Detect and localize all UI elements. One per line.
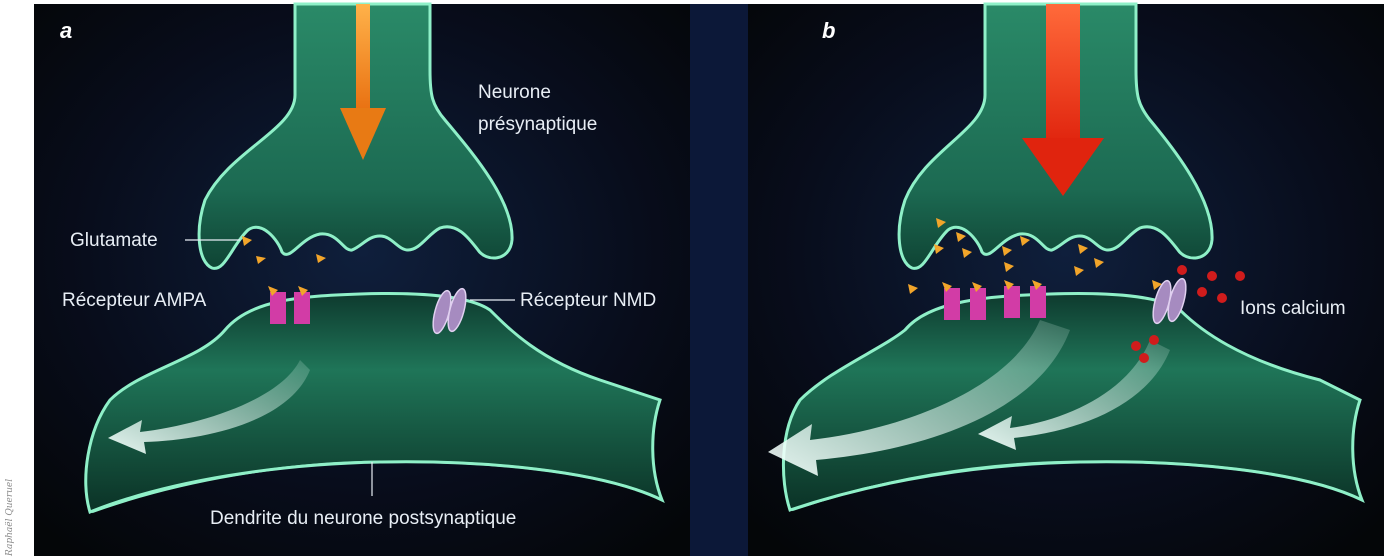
panel-a-letter: a (60, 18, 72, 43)
presynaptic-label-line1: Neurone (478, 82, 551, 103)
photo-credit: Raphaël Queruel (5, 479, 15, 557)
panel-b-letter: b (822, 18, 835, 43)
ampa-receptor-label: Récepteur AMPA (62, 290, 207, 311)
dendrite-label: Dendrite du neurone postsynaptique (210, 508, 516, 529)
nmda-receptor-label: Récepteur NMD (520, 290, 656, 311)
glutamate-label: Glutamate (70, 230, 158, 251)
presynaptic-label-line2: présynaptique (478, 114, 597, 135)
panel-divider (690, 4, 750, 556)
calcium-ions-label: Ions calcium (1240, 298, 1346, 319)
